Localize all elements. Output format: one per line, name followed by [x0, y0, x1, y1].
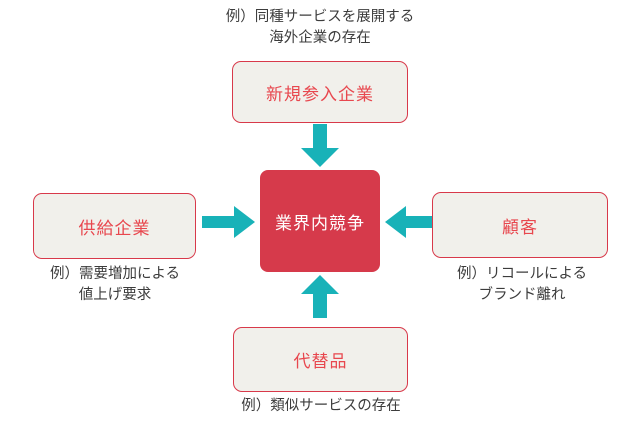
caption-suppliers: 例）需要増加による 値上げ要求 — [49, 266, 181, 304]
arrow-right-icon — [202, 205, 256, 239]
force-box-customers[interactable]: 顧客 — [432, 192, 608, 258]
force-label-substitutes: 代替品 — [293, 352, 348, 372]
force-box-suppliers[interactable]: 供給企業 — [33, 193, 196, 259]
arrow-down-icon — [300, 124, 340, 168]
caption-customers: 例）リコールによる ブランド離れ — [456, 266, 588, 304]
force-label-new-entrants: 新規参入企業 — [266, 84, 374, 105]
force-box-substitutes[interactable]: 代替品 — [233, 327, 408, 392]
caption-new-entrants: 例）同種サービスを展開する 海外企業の存在 — [225, 9, 415, 47]
center-box-industry-rivalry[interactable]: 業界内競争 — [260, 170, 380, 272]
center-label: 業界内競争 — [275, 213, 365, 234]
caption-substitutes: 例）類似サービスの存在 — [241, 398, 401, 414]
force-box-new-entrants[interactable]: 新規参入企業 — [232, 61, 408, 123]
force-label-suppliers: 供給企業 — [78, 218, 151, 239]
arrow-up-icon — [300, 274, 340, 318]
force-label-customers: 顧客 — [502, 217, 538, 238]
arrow-left-icon — [384, 205, 438, 239]
